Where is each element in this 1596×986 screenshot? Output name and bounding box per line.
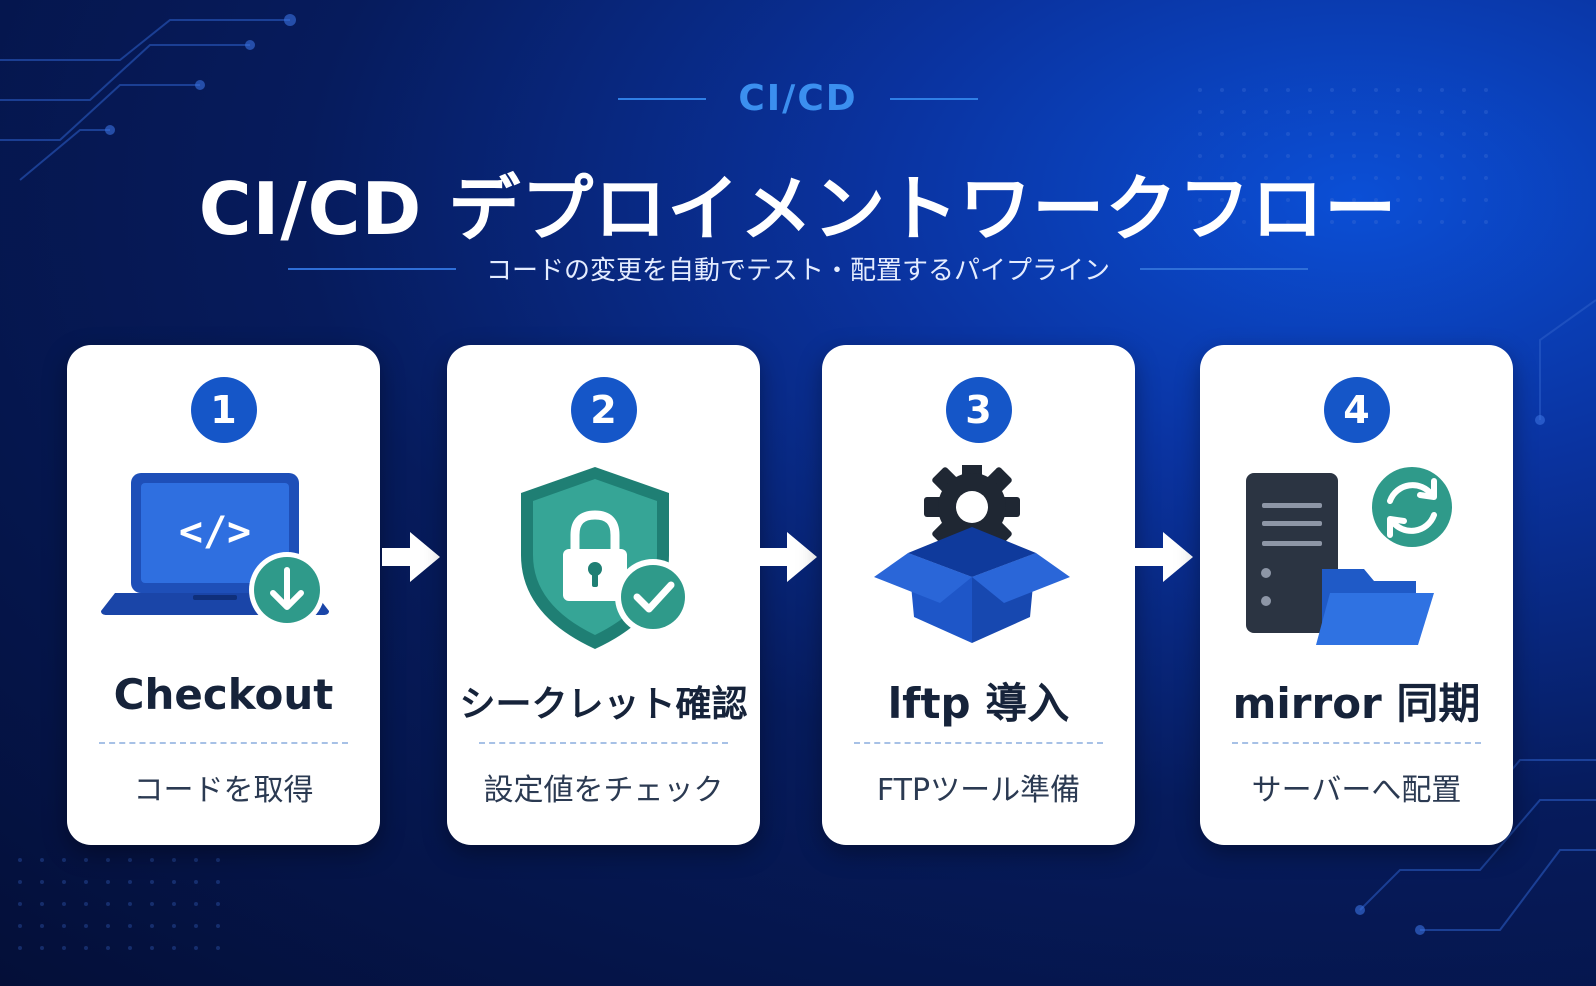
step-title: lftp 導入 — [887, 679, 1070, 728]
arrow-right-icon — [1135, 532, 1193, 582]
arrow-right-icon — [759, 532, 817, 582]
card-divider — [854, 742, 1103, 744]
step-title: シークレット確認 — [459, 684, 748, 725]
step-card-secret-check: 2 シークレット確認 設定値をチェック — [447, 345, 760, 845]
page-title: CI/CD デプロイメントワークフロー — [198, 167, 1398, 251]
step-card-lftp-install: 3 lftp 導入 FTPツール準備 — [822, 345, 1135, 845]
step-number-badge: 1 — [190, 377, 257, 443]
gear-box-icon — [874, 465, 1070, 643]
arrow-right-icon — [382, 532, 440, 582]
step-description: 設定値をチェック — [483, 773, 724, 808]
svg-text:</>: </> — [179, 509, 251, 555]
eyebrow-label: CI/CD — [738, 78, 858, 119]
eyebrow-line-left — [618, 97, 707, 100]
eyebrow-row: CI/CD — [0, 78, 1596, 119]
server-folder-sync-icon — [1246, 467, 1452, 645]
step-number-badge: 2 — [570, 377, 637, 443]
eyebrow-line-right — [889, 97, 978, 100]
step-title: Checkout — [113, 670, 334, 719]
laptop-code-download-icon: </> — [101, 473, 329, 628]
card-divider — [1232, 742, 1481, 744]
subtitle-line-right — [1140, 267, 1308, 270]
subtitle-line-left — [287, 267, 456, 270]
step-description: FTPツール準備 — [876, 773, 1081, 808]
step-number-badge: 3 — [945, 377, 1012, 443]
card-divider — [99, 742, 348, 744]
shield-lock-check-icon — [521, 467, 691, 649]
step-card-checkout: 1 </> Checkout コードを取得 — [67, 345, 380, 845]
page-subtitle: コードの変更を自動でテスト・配置するパイプライン — [485, 256, 1110, 286]
card-divider — [479, 742, 728, 744]
step-description: コードを取得 — [133, 773, 314, 808]
step-number-badge: 4 — [1323, 377, 1390, 443]
step-description: サーバーへ配置 — [1251, 773, 1462, 808]
step-title: mirror 同期 — [1232, 679, 1481, 728]
step-card-mirror-sync: 4 mirror 同期 サーバーへ配置 — [1200, 345, 1513, 845]
subtitle-row: コードの変更を自動でテスト・配置するパイプライン — [0, 250, 1596, 287]
